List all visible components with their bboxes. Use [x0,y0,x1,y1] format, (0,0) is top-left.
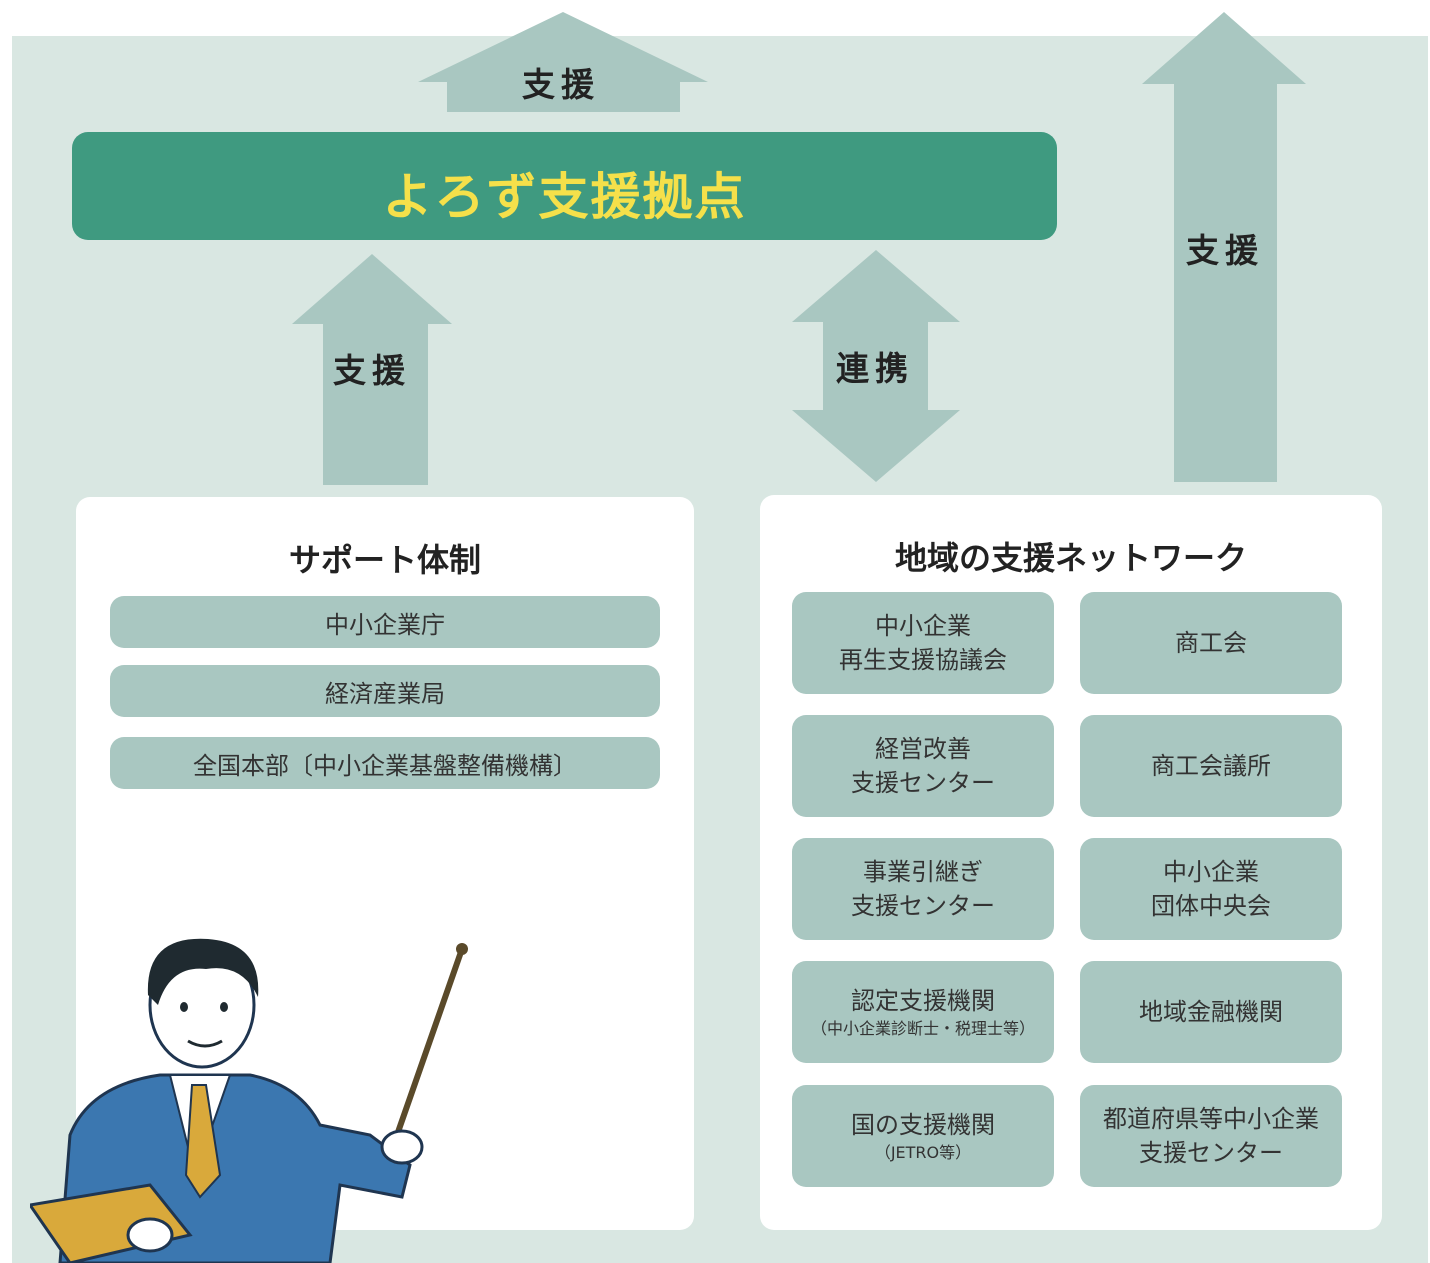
right-up-arrow [1142,12,1306,482]
network-item-line: 経営改善 [875,735,971,763]
network-item-line: 中小企業 [1163,858,1259,886]
left-up-arrow [292,254,452,485]
network-item: 認定支援機関 （中小企業診断士・税理士等） [792,961,1054,1063]
support-system-title: サポート体制 [288,541,481,579]
network-item: 経営改善 支援センター [792,715,1054,817]
top-up-arrow [418,12,708,112]
network-item-line: 団体中央会 [1151,892,1271,920]
network-item: 商工会議所 [1080,715,1342,817]
network-item-line: 都道府県等中小企業 [1103,1105,1319,1133]
network-item-line: 国の支援機関 [851,1111,995,1139]
regional-network-title: 地域の支援ネットワーク [894,539,1247,577]
hub-title: よろず支援拠点 [382,168,747,226]
network-item: 事業引継ぎ 支援センター [792,838,1054,940]
network-item: 地域金融機関 [1080,961,1342,1063]
network-item-line: 地域金融機関 [1139,998,1283,1026]
regional-network-card: 地域の支援ネットワーク 中小企業 再生支援協議会 商工会 経営改善 支援センター… [760,495,1382,1230]
network-item-line: 認定支援機関 [851,987,995,1015]
top-arrow-label: 支援 [522,65,600,104]
network-item-sub: （JETRO等） [874,1143,972,1162]
network-item-line: 事業引継ぎ [863,858,983,886]
hub-box: よろず支援拠点 [72,132,1057,240]
middle-arrow-label: 連携 [836,349,914,388]
network-item-line: 支援センター [851,769,995,797]
network-item-line: 支援センター [1139,1139,1283,1167]
right-arrow-label: 支援 [1186,231,1264,270]
network-item: 中小企業 団体中央会 [1080,838,1342,940]
network-item-line: 商工会 [1175,629,1247,657]
support-item: 中小企業庁 [110,596,660,648]
support-item: 全国本部〔中小企業基盤整備機構〕 [110,737,660,789]
network-item: 国の支援機関 （JETRO等） [792,1085,1054,1187]
network-item-line: 中小企業 [875,612,971,640]
network-item-line: 商工会議所 [1151,752,1271,780]
network-item-line: 支援センター [851,892,995,920]
network-item: 都道府県等中小企業 支援センター [1080,1085,1342,1187]
network-item-sub: （中小企業診断士・税理士等） [810,1019,1035,1038]
presenter-with-pointer-icon [30,938,468,1263]
network-item: 中小企業 再生支援協議会 [792,592,1054,694]
left-arrow-label: 支援 [333,351,411,390]
network-item: 商工会 [1080,592,1342,694]
middle-double-arrow [792,250,960,482]
support-item: 経済産業局 [110,665,660,717]
network-item-line: 再生支援協議会 [839,646,1007,674]
